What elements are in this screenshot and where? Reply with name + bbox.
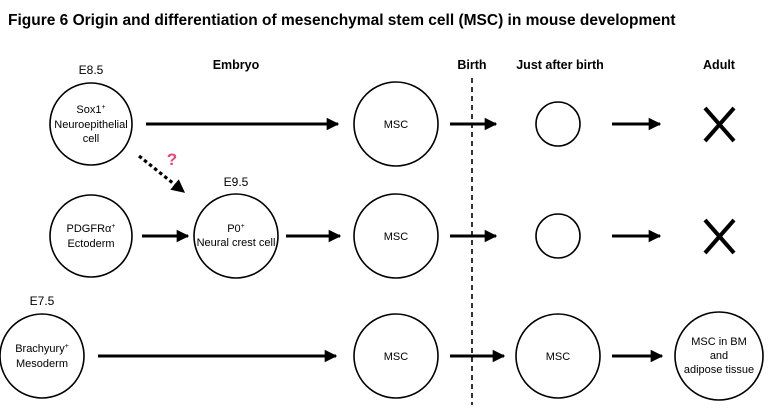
node-label: MSC [384, 351, 409, 363]
header-adult: Adult [703, 58, 736, 72]
figure-title: Figure 6 Origin and differentiation of m… [8, 12, 675, 29]
node-label-main: P0 [227, 223, 240, 235]
stage-label-e7-5: E7.5 [30, 294, 55, 308]
svg-text:PDGFRα+: PDGFRα+ [67, 223, 116, 235]
stage-label-e8-5: E8.5 [79, 63, 104, 77]
node-label-main: Sox1 [76, 104, 101, 116]
header-just-after-birth: Just after birth [516, 58, 604, 72]
svg-text:Brachyury+: Brachyury+ [15, 343, 69, 355]
node-msc-row2: MSC [353, 193, 439, 279]
node-label-line2: Neural crest cell [197, 237, 276, 249]
node-label-sup: + [241, 223, 245, 230]
svg-text:Sox1+: Sox1+ [76, 104, 105, 116]
node-sox1-neuroepithelial-cell: Sox1+ Neuroepithelial cell [49, 82, 133, 166]
header-birth: Birth [457, 58, 486, 72]
node-label-line1: MSC in BM [691, 336, 747, 348]
svg-text:P0+: P0+ [227, 223, 245, 235]
node-label-line3: cell [83, 133, 100, 145]
node-empty-after-birth-row2 [535, 213, 581, 259]
node-label: MSC [384, 231, 409, 243]
node-msc-row1: MSC [353, 81, 439, 167]
question-mark-icon: ? [167, 150, 177, 169]
node-label-line3: adipose tissue [684, 364, 754, 376]
node-pdgfra-ectoderm: PDGFRα+ Ectoderm [49, 194, 133, 278]
node-label: MSC [384, 119, 409, 131]
node-msc-row3: MSC [353, 313, 439, 399]
node-label-line2: and [710, 350, 728, 362]
node-p0-neural-crest-cell: P0+ Neural crest cell [193, 193, 279, 279]
cross-icon [703, 218, 736, 255]
stage-label-e9-5: E9.5 [224, 175, 249, 189]
node-label-sup: + [111, 223, 115, 230]
header-embryo: Embryo [213, 58, 260, 72]
node-msc-after-birth-row3: MSC [515, 313, 601, 399]
node-label-sup: + [101, 104, 105, 111]
node-label-main: Brachyury [15, 343, 65, 355]
node-empty-after-birth-row1 [535, 101, 581, 147]
node-label-main: PDGFRα [67, 223, 113, 235]
node-msc-bm-adipose: MSC in BM and adipose tissue [674, 311, 764, 401]
node-brachyury-mesoderm: Brachyury+ Mesoderm [0, 313, 85, 399]
node-label-line2: Neuroepithelial [54, 119, 127, 131]
node-label: MSC [546, 351, 571, 363]
cross-icon [703, 106, 736, 143]
node-label-line2: Mesoderm [16, 358, 68, 370]
dotted-arrow-sox1-to-p0 [138, 154, 186, 194]
node-label-sup: + [65, 343, 69, 350]
node-label-line2: Ectoderm [67, 238, 114, 250]
